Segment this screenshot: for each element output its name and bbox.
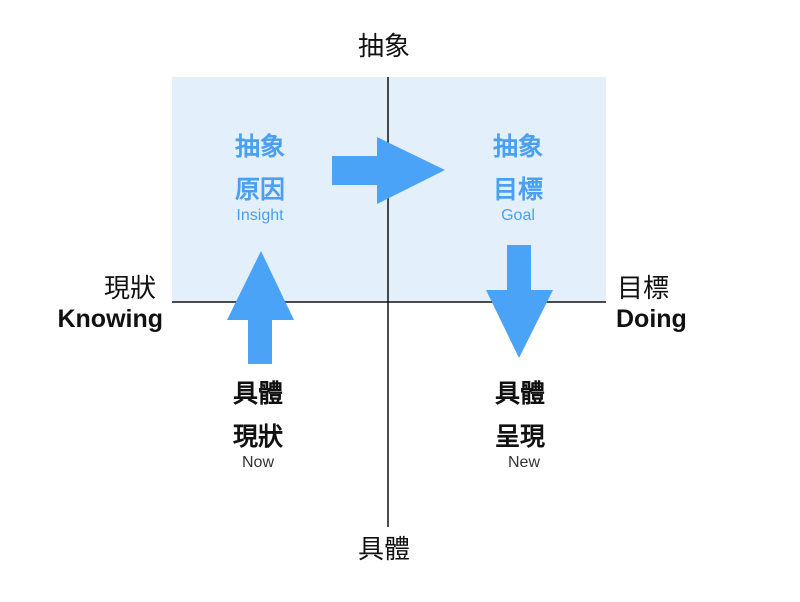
quadrant-goal-sub: Goal: [501, 207, 535, 224]
axis-right-label: 目標: [617, 274, 670, 304]
quadrant-insight-line2: 原因: [234, 174, 285, 204]
quadrant-now-sub: Now: [241, 454, 274, 471]
quadrant-new-line2: 呈現: [494, 421, 545, 451]
axis-bottom-label: 具體: [358, 535, 411, 565]
quadrant-new: 具體 呈現 New: [460, 373, 584, 472]
arrow-down: [486, 245, 553, 358]
arrow-up: [227, 251, 294, 364]
quadrant-insight-line1: 抽象: [234, 132, 285, 161]
axis-right-sublabel: Doing: [616, 305, 687, 333]
arrow-right: [332, 137, 445, 204]
axis-left-sublabel: Knowing: [57, 305, 163, 333]
axis-top-label: 抽象: [358, 32, 411, 62]
quadrant-new-sub: New: [507, 454, 540, 471]
quadrant-goal: 抽象 目標 Goal: [458, 126, 578, 225]
quadrant-new-line1: 具體: [494, 379, 545, 408]
quadrant-goal-line2: 目標: [492, 174, 543, 204]
quadrant-now-line1: 具體: [232, 379, 283, 408]
quadrant-now: 具體 現狀 Now: [198, 373, 318, 472]
quadrant-insight: 抽象 原因 Insight: [200, 126, 320, 225]
quadrant-insight-sub: Insight: [236, 207, 284, 224]
quadrant-goal-line1: 抽象: [492, 132, 543, 161]
quadrant-now-line2: 現狀: [232, 421, 283, 451]
axis-left-label: 現狀: [104, 274, 157, 304]
